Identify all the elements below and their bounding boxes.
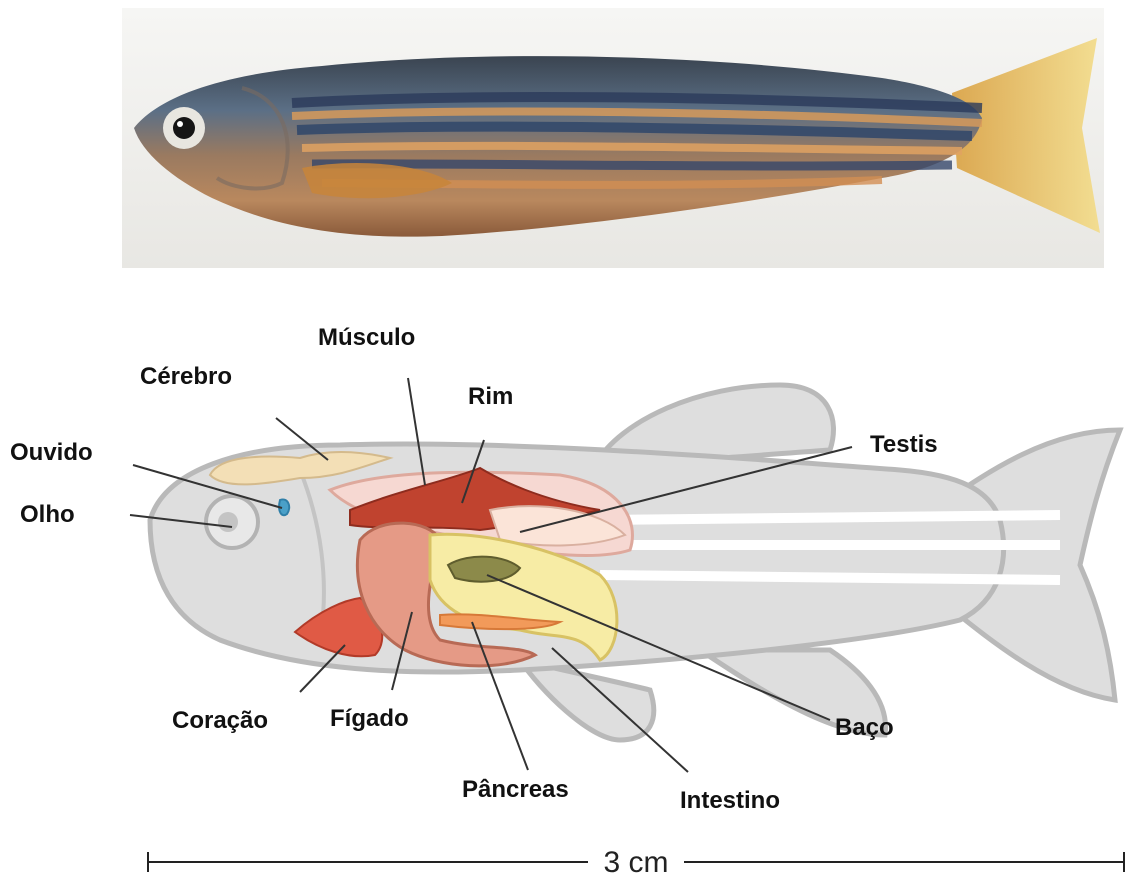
label-testis: Testis bbox=[870, 431, 938, 458]
fish-outline bbox=[150, 385, 1120, 740]
label-figado: Fígado bbox=[330, 705, 409, 732]
label-cerebro: Cérebro bbox=[140, 363, 232, 390]
label-rim: Rim bbox=[468, 383, 513, 410]
label-intestino: Intestino bbox=[680, 787, 780, 814]
label-baco: Baço bbox=[835, 714, 894, 741]
label-musculo: Músculo bbox=[318, 324, 415, 351]
scale-bar-label: 3 cm bbox=[603, 846, 668, 879]
label-coracao: Coração bbox=[172, 707, 268, 734]
label-pancreas: Pâncreas bbox=[462, 776, 569, 803]
scale-bar: 3 cm bbox=[148, 846, 1124, 879]
label-ouvido: Ouvido bbox=[10, 439, 93, 466]
label-olho: Olho bbox=[20, 501, 75, 528]
